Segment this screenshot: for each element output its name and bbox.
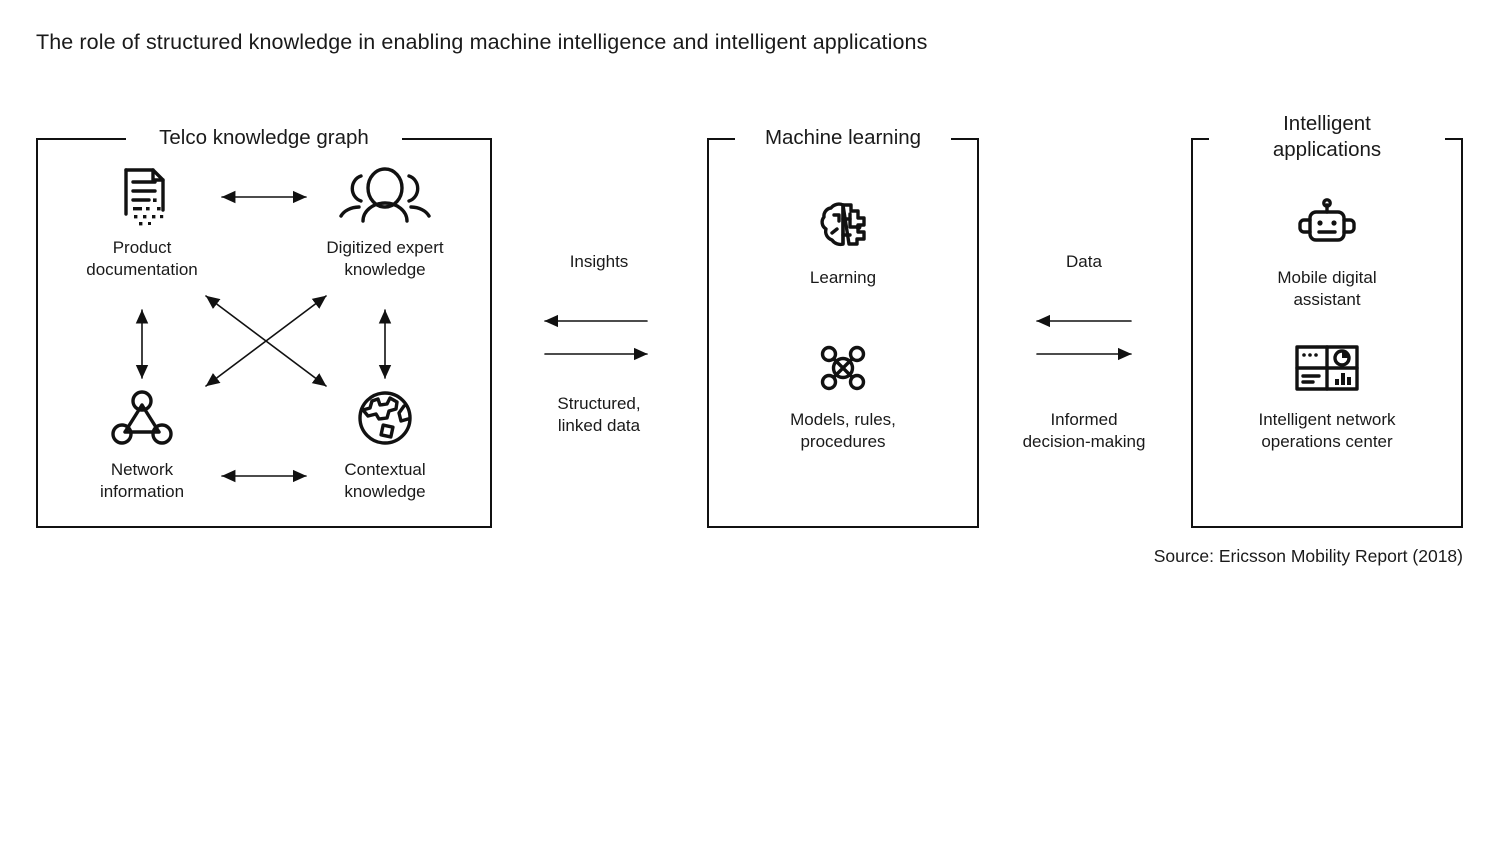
document-icon <box>57 164 227 228</box>
box-edge-top-left <box>1191 138 1209 140</box>
box-edge-top-left <box>707 138 735 140</box>
box-edge-left <box>1191 138 1193 528</box>
box-edge-left <box>36 138 38 528</box>
connector-arrows-ml-apps <box>1036 314 1132 361</box>
box-edge-right <box>490 138 492 528</box>
box-edge-top-right <box>1445 138 1463 140</box>
source-note: Source: Ericsson Mobility Report (2018) <box>1153 546 1463 566</box>
internal-link-arrows <box>135 190 392 483</box>
network-nodes-icon <box>57 386 227 450</box>
connector-arrows-kg-ml <box>544 314 648 361</box>
box-edge-top-right <box>951 138 979 140</box>
connector-label-structured-linked-data: Structured,linked data <box>557 394 641 435</box>
box-telco-knowledge-graph: Telco knowledge graph <box>36 126 492 528</box>
box-edge-bottom <box>1191 526 1463 528</box>
people-group-icon <box>300 164 470 228</box>
box-edge-bottom <box>36 526 492 528</box>
node-models-rules-procedures: Models, rules,procedures <box>758 336 928 453</box>
box-edge-left <box>707 138 709 528</box>
node-learning: Learning <box>758 194 928 289</box>
box-title-machine-learning: Machine learning <box>764 126 922 149</box>
brain-circuit-icon <box>758 194 928 258</box>
box-edge-top-right <box>402 138 492 140</box>
box-machine-learning: Machine learning Learning <box>707 126 979 528</box>
dashboard-icon <box>1232 336 1422 400</box>
page-title: The role of structured knowledge in enab… <box>36 30 928 54</box>
node-label-models-rules-procedures: Models, rules,procedures <box>790 410 896 451</box>
connector-label-insights: Insights <box>569 252 629 271</box>
connector-label-data: Data <box>1066 252 1102 271</box>
box-edge-top-left <box>36 138 126 140</box>
box-edge-bottom <box>707 526 979 528</box>
globe-icon <box>300 386 470 450</box>
robot-icon <box>1242 194 1412 258</box>
connector-kg-ml: Insights Structured,linked data <box>492 138 707 528</box>
box-title-telco-knowledge-graph: Telco knowledge graph <box>159 126 369 149</box>
node-label-learning: Learning <box>809 268 877 287</box>
node-cluster-icon <box>758 336 928 400</box>
box-edge-right <box>1461 138 1463 528</box>
box-edge-right <box>977 138 979 528</box>
